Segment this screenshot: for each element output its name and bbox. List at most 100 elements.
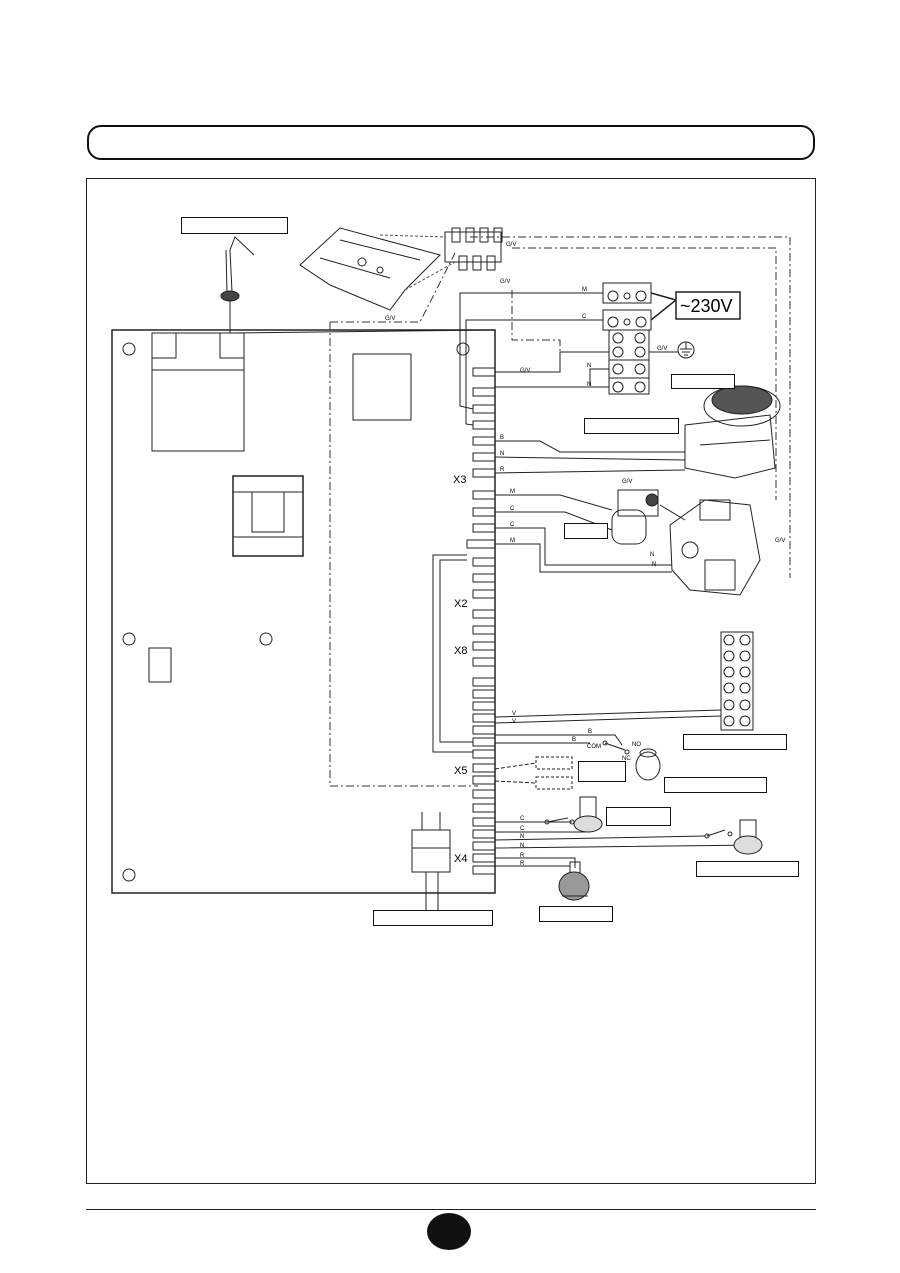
wire-gv [495, 351, 609, 373]
mount-hole [259, 632, 273, 646]
earth-terminal-block [444, 227, 503, 271]
connector-x4-label: X4 [454, 853, 467, 865]
ignition-electrode [220, 236, 255, 333]
wire-code-n: N [520, 843, 524, 849]
wire-code-c: C [510, 506, 515, 512]
wire-code-b: B [588, 729, 592, 735]
mount-hole [122, 632, 136, 646]
wire-code-m: M [510, 538, 515, 544]
leader-line [404, 261, 456, 291]
wire-code-gv: G/V [622, 479, 632, 485]
wire-code-gv: G/V [385, 316, 395, 322]
main-terminal-strip [602, 282, 652, 395]
circulation-pump [611, 489, 686, 545]
wire-code-n: N [587, 363, 591, 369]
wire-code-gv: G/V [506, 242, 516, 248]
ntc-probe [558, 861, 590, 901]
wire-code-b: B [572, 737, 576, 743]
control-board [111, 329, 496, 894]
earth-dash-line [329, 322, 478, 787]
wire-m [459, 292, 603, 410]
earth-dash-line [330, 252, 456, 323]
wire-code-c: C [582, 314, 587, 320]
connector-x5-label: X5 [454, 765, 467, 777]
wire-c [495, 527, 672, 566]
wire-code-c: C [520, 826, 525, 832]
label-fan [584, 418, 679, 434]
connector-x3-label: X3 [453, 474, 466, 486]
supply-voltage: ~230V [680, 296, 733, 316]
board-relay [352, 353, 412, 421]
connector-x8-label: X8 [454, 645, 467, 657]
board-header [148, 647, 172, 683]
pressure-switch [602, 740, 661, 781]
wire-r [494, 469, 686, 474]
leader-line [379, 234, 447, 238]
wire-code-c: C [510, 522, 515, 528]
wire-code-b: B [500, 435, 504, 441]
earth-dash-line [470, 236, 791, 578]
wire-loop [439, 559, 473, 743]
mount-hole [122, 868, 136, 882]
wire-code-gv: G/V [500, 279, 510, 285]
label-terminal [671, 374, 735, 389]
wire-b [495, 440, 685, 453]
label-bridge [578, 761, 626, 782]
wire-b [495, 734, 623, 746]
wire-code-c: C [520, 816, 525, 822]
label-pump [564, 523, 608, 539]
wire-code-r: R [520, 853, 525, 859]
wire-m [495, 543, 672, 573]
label-electrode [181, 217, 288, 234]
wiring-diagram-frame [86, 178, 816, 1184]
wire-loop [432, 554, 473, 753]
room-thermostat-terminal [720, 631, 754, 731]
supply-arrow [650, 292, 678, 321]
wire-code-gv: G/V [775, 538, 785, 544]
mount-hole [456, 342, 470, 356]
wire-n [494, 840, 761, 849]
wire-r [495, 857, 576, 868]
page-title-bar [87, 125, 815, 160]
wire-code-n: N [652, 562, 656, 568]
wire-code-gv: G/V [520, 368, 530, 374]
switch-com-label: COM [587, 744, 601, 750]
page-number-badge [427, 1213, 471, 1250]
board-module-left [151, 332, 245, 452]
wire-dash [494, 780, 537, 784]
wire-n [494, 456, 686, 461]
board-connector [151, 332, 177, 359]
board-transformer-core [251, 491, 285, 533]
supply-voltage-box [675, 291, 741, 320]
label-flow-switch [373, 910, 493, 926]
mount-hole [122, 342, 136, 356]
wire-dash [494, 762, 537, 770]
wire-n [589, 368, 609, 386]
wire-code-m: M [582, 287, 587, 293]
connector-pins [466, 367, 496, 875]
x4-plug [411, 812, 451, 910]
switch-no-label: NO [632, 742, 641, 748]
wire-code-n: N [587, 382, 591, 388]
wire-code-r: R [520, 861, 525, 867]
earth-symbol-icon [677, 341, 695, 359]
board-transformer [232, 475, 304, 557]
wire-n [494, 835, 706, 841]
label-limit-thermostat [696, 861, 799, 877]
earth-dash-line [511, 290, 610, 353]
wire-code-m: M [510, 489, 515, 495]
switch-nc-label: NC [622, 756, 631, 762]
label-room-thermostat [683, 734, 787, 750]
wire-code-gv: G/V [657, 346, 667, 352]
wire-code-v: V [512, 711, 516, 717]
label-safety-thermostat [606, 807, 671, 826]
wire-code-v: V [512, 719, 516, 725]
bridge-jumpers [535, 756, 573, 790]
wire-v [494, 715, 722, 724]
safety-thermostat [544, 796, 603, 833]
fan-unit [684, 385, 781, 479]
wire-c [465, 319, 603, 426]
wire-code-r: R [500, 467, 505, 473]
leader-line [229, 329, 496, 334]
